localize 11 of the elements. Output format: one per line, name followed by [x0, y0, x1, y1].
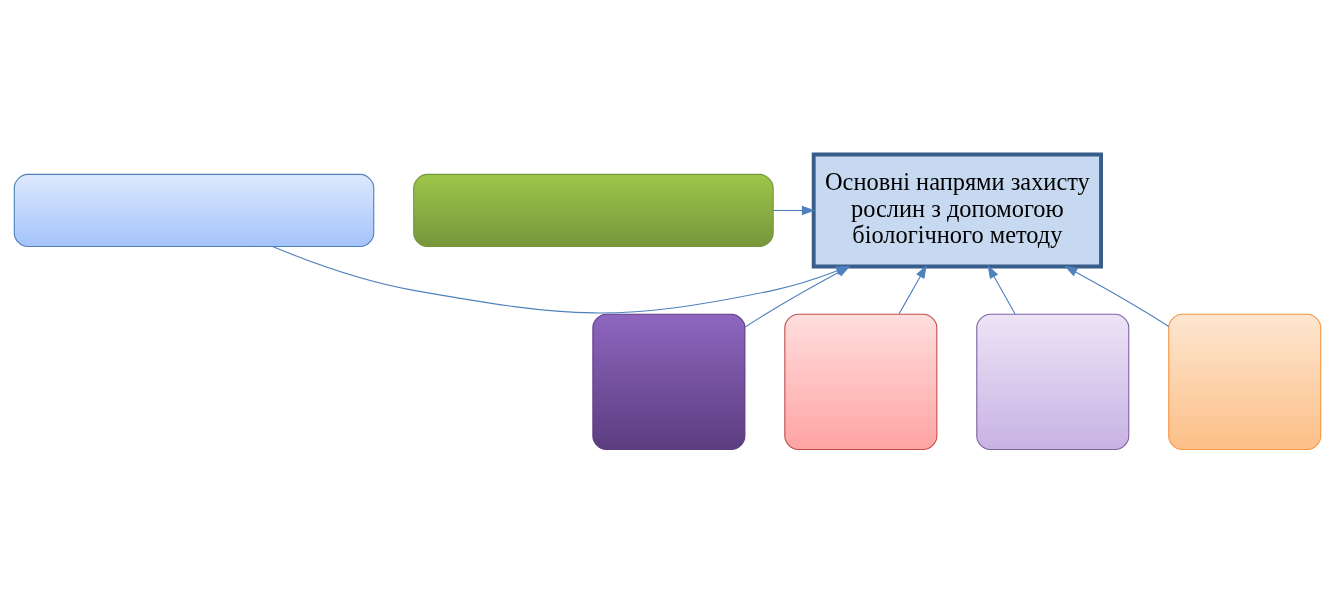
node-box: Основні напрями захисту рослин з допомогою біологічного методу	[811, 152, 1103, 269]
node-box	[784, 313, 938, 451]
node-box	[976, 313, 1130, 451]
arrow	[772, 205, 816, 216]
arrow	[987, 265, 1016, 315]
arrow	[1064, 265, 1170, 328]
node-box	[413, 173, 774, 248]
arrow	[898, 265, 927, 315]
node-box	[592, 313, 746, 451]
node-box	[1168, 313, 1322, 451]
node-box	[13, 173, 375, 248]
